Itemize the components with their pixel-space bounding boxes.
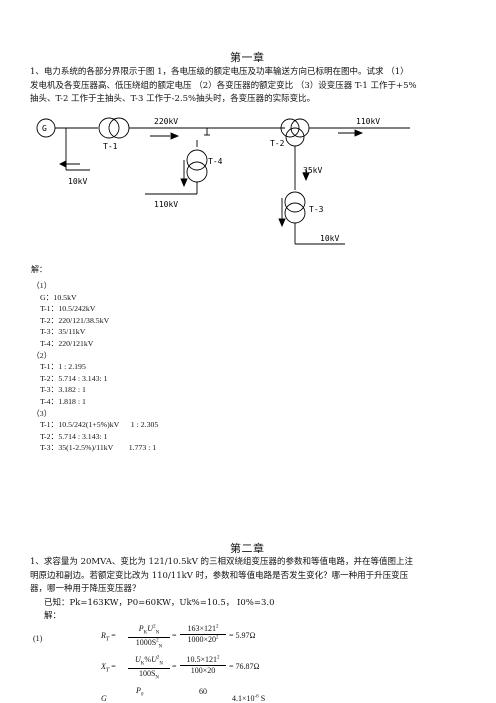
rt-result: = 5.97Ω	[229, 631, 256, 640]
t1-symbol	[98, 117, 120, 139]
t2-label: T-2	[270, 139, 285, 148]
answer-line: T-3：35(1-2.5%)/11kV 1.773 : 1	[40, 443, 157, 453]
voltage-10kv-right-label: 10kV	[320, 234, 339, 243]
chapter1-answer-label: 解：	[31, 265, 47, 274]
known-values: 已知：Pk=163KW，P0=60KW，Uk%=10.5， I0%=3.0	[44, 597, 275, 608]
t3-label: T-3	[309, 205, 324, 214]
chapter2-answer-label: 解：	[44, 611, 62, 621]
voltage-220kv-label: 220kV	[154, 117, 178, 126]
part-label: (1)	[33, 634, 43, 643]
question-line: 1、求容量为 20MVA、变比为 121/10.5kV 的三相双绕组变压器的参数…	[30, 557, 414, 567]
answer-line: T-1：10.5/242(1+5%)kV 1 : 2.305	[40, 420, 159, 430]
t4-label: T-4	[208, 157, 223, 166]
answer-line: T-1：10.5/242kV	[40, 304, 96, 314]
gt-numerator-left: P0	[136, 686, 144, 698]
answer-line: T-1：1 : 2.195	[40, 362, 86, 372]
xt-fraction-left: UK%U2N 100SN	[128, 655, 170, 680]
question-line: 器，哪一种用于降压变压器？	[30, 584, 141, 594]
answer-line: T-3：3.182 : 1	[40, 385, 86, 395]
chapter1-title: 第一章	[230, 51, 265, 64]
voltage-10kv-left-label: 10kV	[68, 177, 87, 186]
power-system-diagram: G T-1 220kV T-4 T-2 110kV 35kV T-3 110kV…	[36, 117, 410, 245]
voltage-110kv-right-label: 110kV	[356, 117, 380, 126]
answer-line: G：10.5kV	[40, 292, 77, 302]
voltage-35kv-label: 35kV	[303, 166, 322, 175]
answer-line: T-2：220/121/38.5kV	[40, 315, 110, 325]
question-line: 发电机及各变压器高、低压绕组的额定电压 （2）各变压器的额定变比 （3）设变压器…	[30, 80, 417, 91]
question-line: 明原边和副边。若额定变比改为 110/11kV 时，参数和等值电路是否发生变化？…	[30, 570, 409, 581]
question-line: 抽头、T-2 工作于主抽头、T-3 工作于-2.5%抽头时，各变压器的实际变比。	[30, 94, 316, 104]
t3-symbol	[284, 191, 306, 213]
answer-line: T-2：5.714 : 3.143: 1	[40, 431, 108, 441]
rt-fraction-right: 163×1212 1000×202	[180, 624, 226, 644]
t4-symbol	[186, 149, 208, 171]
xt-result: = 76.87Ω	[229, 662, 260, 671]
gt-result: 4.1×10-6 S	[232, 694, 266, 703]
gt-numerator-right: 60	[199, 687, 207, 696]
chapter2-question: 1、求容量为 20MVA、变比为 121/10.5kV 的三相双绕组变压器的参数…	[30, 556, 470, 624]
rt-fraction-left: PKU2N 1000S2N	[128, 624, 170, 649]
t2-symbol	[280, 118, 300, 138]
xt-lhs: XT =	[101, 662, 116, 674]
answer-line: T-4：220/121kV	[40, 338, 94, 348]
voltage-110kv-left-label: 110kV	[154, 200, 178, 209]
question-line: 1、电力系统的各部分界限示于图 1，各电压级的额定电压及功率输送方向已标明在图中…	[30, 67, 409, 77]
answer-line: T-4：1.818 : 1	[40, 396, 86, 406]
answer-line: T-2：5.714 : 3.143: 1	[40, 373, 108, 383]
answer-line: （2）	[32, 350, 52, 360]
xt-fraction-right: 10.5×1212 100×20	[180, 655, 226, 675]
generator-label: G	[42, 124, 47, 133]
answer-line: （1）	[32, 281, 52, 290]
answer-line: T-3：35/11kV	[40, 327, 86, 337]
chapter1-question: 1、电力系统的各部分界限示于图 1，各电压级的额定电压及功率输送方向已标明在图中…	[30, 66, 470, 107]
t1-label: T-1	[103, 142, 118, 151]
answer-line: （3）	[32, 408, 52, 418]
chapter2-title: 第二章	[230, 542, 265, 555]
chapter1-answers: （1） G：10.5kV T-1：10.5/242kV T-2：220/121/…	[32, 280, 158, 454]
gt-lhs: G	[101, 694, 107, 703]
rt-lhs: RT =	[101, 631, 116, 643]
